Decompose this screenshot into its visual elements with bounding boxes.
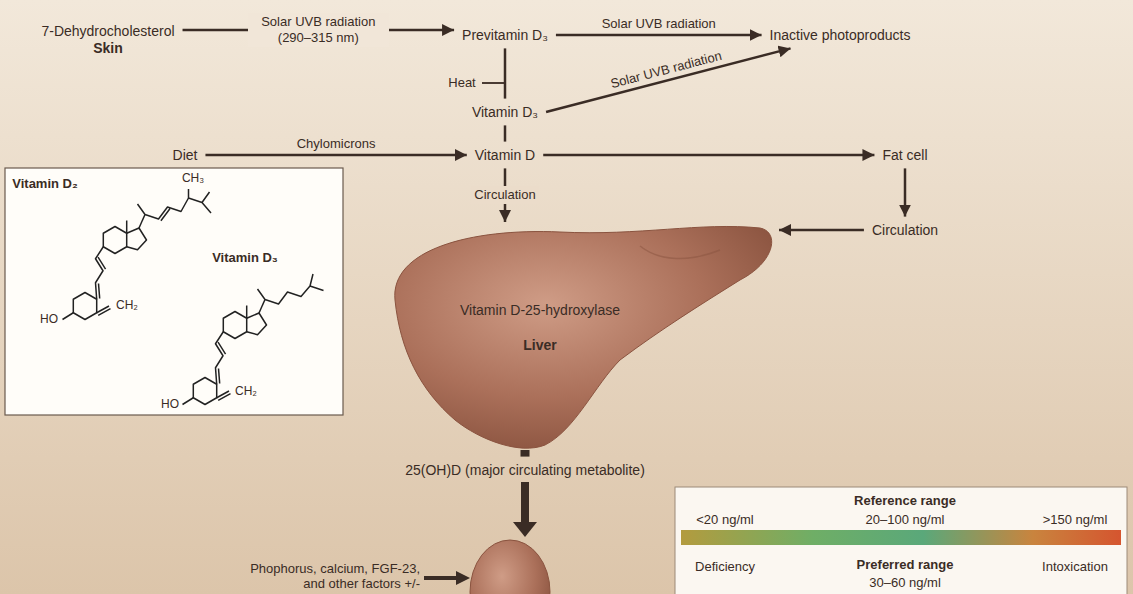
pathway-connector: [904, 168, 907, 216]
vitamin-d3-structure: [183, 274, 324, 405]
node-text: CH₂: [235, 384, 257, 398]
node-text: Diet: [173, 147, 198, 164]
node-text: CH₃: [182, 171, 204, 185]
product-label: Inactive photoproducts: [766, 25, 915, 46]
node-text: Vitamin D₃: [472, 104, 538, 121]
pathway-connector: [205, 154, 466, 157]
structure-inset: Vitamin D₂ CH₃ CH₂ HO Vitamin D₃ CH₂ HO: [5, 168, 343, 415]
node-text: Liver: [523, 337, 556, 354]
node-text: HO: [40, 312, 58, 326]
node-text: 20–100 ng/ml: [866, 512, 945, 528]
edge-label: Solar UVB radiation (290–315 nm): [248, 13, 389, 46]
heat-bar: [482, 82, 505, 84]
pathway-connector: [779, 229, 864, 232]
edge-label: Heat: [448, 75, 475, 91]
pathway-connector: [543, 154, 874, 157]
edge-label: Chylomicrons: [297, 136, 376, 152]
compound-label: Previtamin D₃: [458, 25, 552, 46]
source-compound: 7-DehydrocholesterolSkin: [37, 21, 178, 59]
pathway-label: Circulation: [868, 220, 942, 241]
source-label: Diet: [169, 145, 202, 166]
node-text: Circulation: [872, 222, 938, 239]
legend-panel: [675, 487, 1127, 594]
liver-lobe-line: [640, 246, 720, 259]
node-text: Intoxication: [1042, 559, 1108, 575]
inset-frame: [5, 168, 343, 415]
node-text: HO: [161, 397, 179, 411]
node-text: Deficiency: [695, 559, 755, 575]
node-text: Fat cell: [882, 147, 927, 164]
tissue-label: Fat cell: [878, 145, 931, 166]
kidney-arrowhead: [513, 522, 537, 537]
node-text: CH₂: [116, 298, 138, 312]
pathway-connector: [504, 48, 507, 98]
node-text: Vitamin D: [475, 147, 535, 164]
factor-note: Phophorus, calcium, FGF-23, and other fa…: [245, 561, 420, 592]
node-text: 30–60 ng/ml: [869, 575, 941, 591]
compound-label: Vitamin D₃: [468, 102, 542, 123]
reference-legend: Reference range <20 ng/ml 20–100 ng/ml >150…: [675, 487, 1127, 594]
factors-arrow: [424, 576, 458, 580]
pathway-connector: [556, 34, 762, 37]
pathway-connector: [521, 450, 530, 457]
vitamin-d2-structure: [63, 189, 212, 320]
node-text: Vitamin D₃: [212, 250, 278, 266]
compound-label: Vitamin D: [471, 145, 539, 166]
kidney-arrow: [521, 482, 529, 523]
edge-label: Solar UVB radiation: [602, 16, 716, 32]
node-text: Preferred range: [857, 557, 954, 573]
factors-arrowhead: [456, 571, 470, 585]
node-text: >150 ng/ml: [1043, 512, 1108, 528]
range-gradient-bar: [681, 530, 1121, 545]
node-text: Vitamin D-25-hydroxylase: [460, 302, 620, 319]
metabolite-label: 25(OH)D (major circulating metabolite): [401, 460, 649, 481]
node-text: Reference range: [854, 493, 956, 509]
pathway-connector: [504, 125, 507, 141]
edge-label: Solar UVB radiation: [608, 48, 722, 92]
edge-label: Circulation: [471, 186, 538, 204]
node-text: Previtamin D₃: [462, 27, 548, 44]
kidney-organ: [470, 540, 550, 594]
node-text: 25(OH)D (major circulating metabolite): [405, 462, 645, 479]
node-text: Inactive photoproducts: [770, 27, 911, 44]
node-text: Vitamin D₂: [12, 176, 78, 192]
node-text: <20 ng/ml: [696, 512, 753, 528]
liver-organ-shape: [395, 226, 772, 448]
liver-organ: Vitamin D-25-hydroxylaseLiver: [385, 225, 775, 447]
pathway-connector: [546, 48, 791, 112]
node-text: 7-Dehydrocholesterol: [41, 23, 174, 40]
node-text: Skin: [93, 40, 123, 57]
